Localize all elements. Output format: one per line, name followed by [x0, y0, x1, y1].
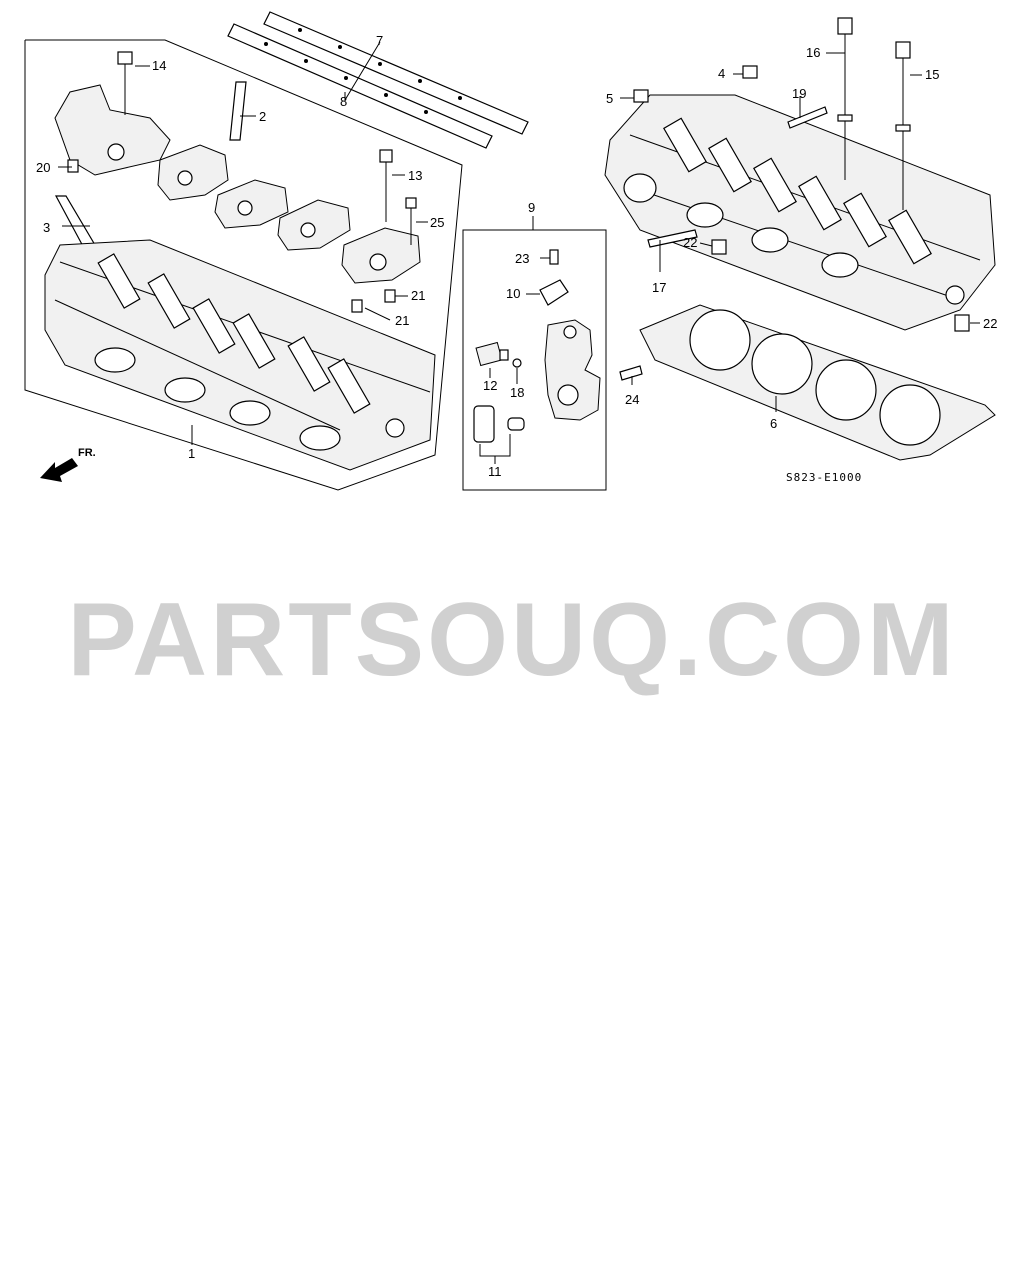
- cylinder-head-right: [604, 94, 996, 331]
- solenoid-frame: [462, 216, 607, 491]
- front-direction-arrow: FR.: [40, 447, 96, 482]
- front-label: FR.: [78, 447, 96, 459]
- cylinder-head-left: [44, 239, 436, 471]
- callout-18: 18: [510, 385, 524, 400]
- callout-25: 25: [430, 215, 444, 230]
- callout-16: 16: [806, 45, 820, 60]
- callout-6: 6: [770, 416, 777, 431]
- head-gasket: [639, 304, 996, 461]
- callout-5: 5: [606, 91, 613, 106]
- callout-20: 20: [36, 160, 50, 175]
- callout-10: 10: [506, 286, 520, 301]
- callout-12: 12: [483, 378, 497, 393]
- callout-3: 3: [43, 220, 50, 235]
- callout-21-lower: 21: [395, 313, 409, 328]
- callout-labels: 14 2 3 20 7 8 13 25 21 21 1 9 23 10 12 1…: [36, 33, 997, 479]
- callout-15: 15: [925, 67, 939, 82]
- callout-11: 11: [488, 464, 502, 479]
- callout-8: 8: [340, 94, 347, 109]
- callout-22-left: 22: [683, 235, 697, 250]
- rocker-shafts: [227, 11, 529, 149]
- solenoid-parts: [473, 249, 601, 443]
- callout-9: 9: [528, 200, 535, 215]
- callout-17: 17: [652, 280, 666, 295]
- head-bolts: [837, 17, 911, 210]
- callout-7: 7: [376, 33, 383, 48]
- left-small-parts: [54, 51, 417, 313]
- callout-21-upper: 21: [411, 288, 425, 303]
- callout-14: 14: [152, 58, 166, 73]
- callout-23: 23: [515, 251, 529, 266]
- callout-4: 4: [718, 66, 725, 81]
- leader-lines: [58, 41, 980, 464]
- callout-19: 19: [792, 86, 806, 101]
- callout-1: 1: [188, 446, 195, 461]
- callout-13: 13: [408, 168, 422, 183]
- watermark: PARTSOUQ.COM: [67, 582, 957, 698]
- diagram-code: S823-E1000: [786, 471, 862, 484]
- callout-2: 2: [259, 109, 266, 124]
- callout-24: 24: [625, 392, 639, 407]
- left-assembly-frame: [24, 39, 463, 491]
- callout-22-right: 22: [983, 316, 997, 331]
- cam-holders: [54, 84, 421, 284]
